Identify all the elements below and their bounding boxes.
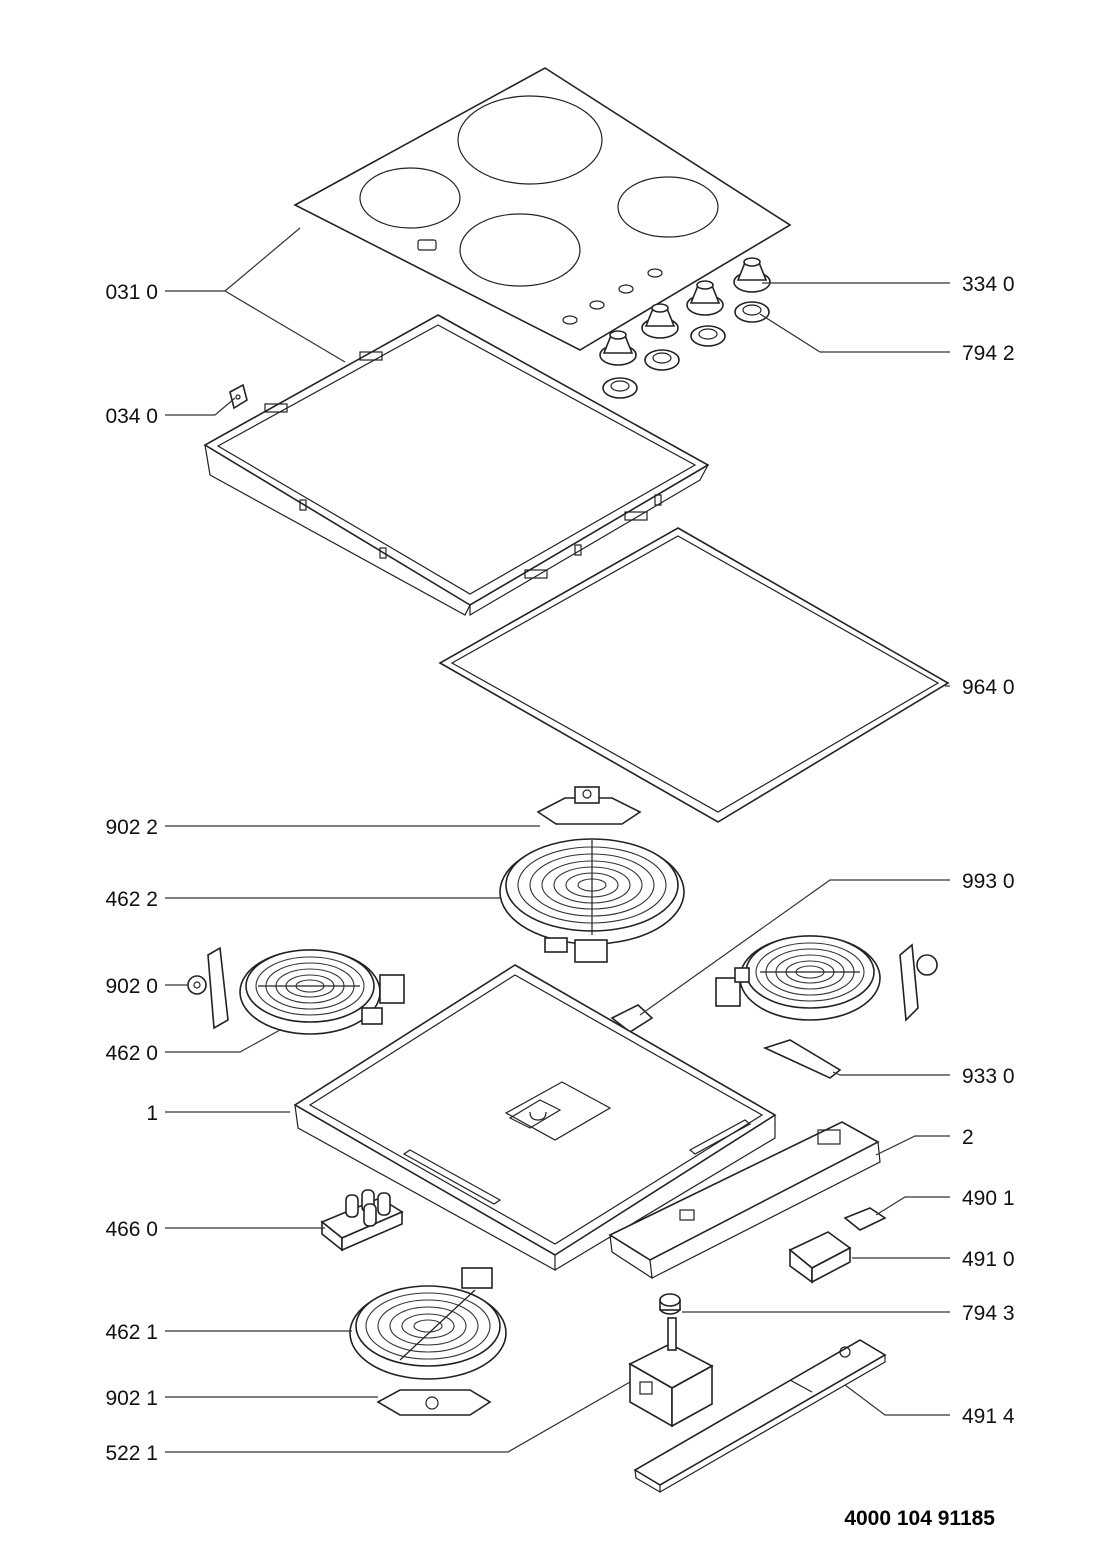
bracket-902-0 [187, 946, 229, 1030]
label-902-1: 902 1 [105, 1387, 158, 1410]
knob-bezels-794-2 [602, 301, 770, 399]
label-491-4: 491 4 [962, 1405, 1015, 1428]
connector-466-0 [320, 1189, 404, 1252]
label-462-0: 462 0 [105, 1042, 158, 1065]
label-993-0: 993 0 [962, 870, 1015, 893]
label-491-0: 491 0 [962, 1248, 1015, 1271]
cooktop-frame [203, 314, 710, 617]
heating-element-462-1 [349, 1267, 507, 1380]
label-031-0: 031 0 [105, 281, 158, 304]
label-466-0: 466 0 [105, 1218, 158, 1241]
label-462-2: 462 2 [105, 888, 158, 911]
document-code: 4000 104 91185 [844, 1507, 995, 1530]
base-tray-1 [293, 964, 777, 1272]
clip-034-0 [229, 383, 248, 410]
label-933-0: 933 0 [962, 1065, 1015, 1088]
label-794-2: 794 2 [962, 342, 1015, 365]
heating-element-right [715, 935, 938, 1022]
label-522-1: 522 1 [105, 1442, 158, 1465]
label-462-1: 462 1 [105, 1321, 158, 1344]
rail-2 [608, 1121, 881, 1280]
glass-cooktop-031-0 [293, 67, 792, 351]
label-794-3: 794 3 [962, 1302, 1015, 1325]
label-964-0: 964 0 [962, 676, 1015, 699]
knob-794-3 [659, 1293, 681, 1315]
control-knobs-334-0 [599, 257, 771, 366]
regulator-522-1 [628, 1317, 714, 1428]
bracket-902-1 [376, 1389, 492, 1416]
bracket-490-1 [843, 1207, 887, 1231]
label-2: 2 [962, 1126, 974, 1149]
label-334-0: 334 0 [962, 273, 1015, 296]
gasket-964-0 [438, 527, 950, 823]
leader-lines [165, 227, 950, 1453]
label-034-0: 034 0 [105, 405, 158, 428]
bracket-933-0 [762, 1039, 842, 1079]
switch-block-491-0 [788, 1231, 852, 1284]
label-902-0: 902 0 [105, 975, 158, 998]
cover-strip-491-4 [633, 1339, 887, 1494]
heating-element-462-2 [499, 838, 685, 963]
part-labels: 031 0 034 0 334 0 794 2 964 0 902 2 462 … [105, 273, 1014, 1465]
label-1: 1 [146, 1102, 158, 1125]
bracket-902-2 [536, 786, 642, 825]
label-902-2: 902 2 [105, 816, 158, 839]
heating-element-462-0 [239, 949, 405, 1035]
label-490-1: 490 1 [962, 1187, 1015, 1210]
